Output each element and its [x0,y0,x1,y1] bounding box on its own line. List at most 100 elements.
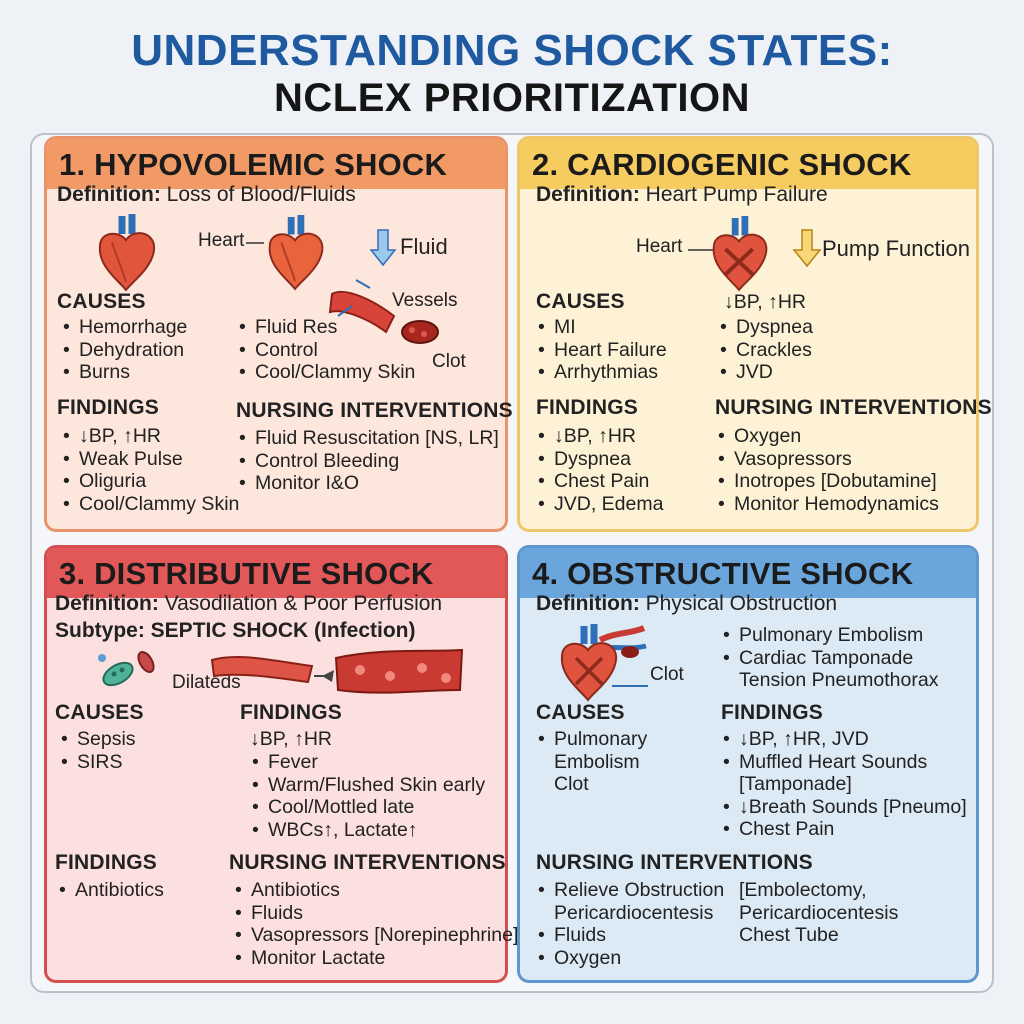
list-item: Monitor Lactate [229,947,518,970]
obstructive-causes-heading: CAUSES [536,701,625,724]
list-item: ↓Breath Sounds [Pneumo] [717,796,967,819]
distributive-causes-list: Sepsis SIRS [55,728,136,773]
panel-distributive-heading: 3. DISTRIBUTIVE SHOCK [47,548,505,598]
distributive-findings-list: Fever Warm/Flushed Skin early Cool/Mottl… [246,751,485,841]
list-item: [Tamponade] [739,773,852,795]
list-item: Pulmonary Embolism [717,624,938,647]
list-item: Dehydration [57,339,187,362]
list-item: Oxygen [532,947,724,970]
obstructive-interventions-heading: NURSING INTERVENTIONS [536,851,813,874]
cardiogenic-findings-heading: FINDINGS [536,396,638,419]
cardiogenic-pump-label: Pump Function [822,236,970,261]
hypovolemic-interventions-heading: NURSING INTERVENTIONS [236,399,513,422]
list-item: Cool/Clammy Skin [233,361,415,384]
distributive-findings-vitals: ↓BP, ↑HR [250,728,332,750]
list-item: Hemorrhage [57,316,187,339]
list-item: Monitor I&O [233,472,499,495]
obstructive-interventions-col2: [Embolectomy, Pericardiocentesis Chest T… [739,879,898,947]
cardiogenic-vitals-list: Dyspnea Crackles JVD [714,316,813,384]
obstructive-clot-label: Clot [650,664,684,685]
damaged-heart-icon [712,216,768,292]
list-item: Pericardiocentesis [554,901,714,924]
distributive-findings-heading: FINDINGS [240,701,342,724]
arrow-down-icon [792,229,822,268]
obstructed-heart-icon [560,624,647,702]
page-subtitle: NCLEX PRIORITIZATION [274,76,750,120]
list-item: Weak Pulse [57,448,239,471]
list-item: Sepsis [55,728,136,751]
list-item: Oliguria [57,470,239,493]
hypovolemic-definition: Definition: Loss of Blood/Fluids [57,183,356,206]
distributive-dilated-label: Dilateds [172,672,241,693]
list-item: Relieve Obstruction [532,879,724,902]
cardiogenic-findings-list: ↓BP, ↑HR Dyspnea Chest Pain JVD, Edema [532,425,663,515]
list-item: Chest Pain [717,818,967,841]
cardiogenic-causes-list: MI Heart Failure Arrhythmias [532,316,667,384]
list-item: Embolism [554,750,640,773]
list-item: Oxygen [712,425,939,448]
list-item: MI [532,316,667,339]
list-item: Monitor Hemodynamics [712,493,939,516]
hypovolemic-causes-heading: CAUSES [57,290,146,313]
obstructive-definition: Definition: Physical Obstruction [536,592,838,615]
distributive-findings2-heading: FINDINGS [55,851,157,874]
list-item: Dyspnea [532,448,663,471]
list-item: Heart Failure [532,339,667,362]
list-item: Fluid Resuscitation [NS, LR] [233,427,499,450]
distributive-causes-heading: CAUSES [55,701,144,724]
hypovolemic-fluid-label: Fluid [400,234,448,259]
list-item: Antibiotics [53,879,164,902]
list-item: Clot [554,773,589,795]
panel-cardiogenic-heading: 2. CARDIOGENIC SHOCK [520,139,976,189]
obstructive-interventions-col1: Relieve Obstruction Pericardiocentesis F… [532,879,724,969]
hypovolemic-findings-heading: FINDINGS [57,396,159,419]
list-item: Cool/Clammy Skin [57,493,239,516]
obstructive-causes-list: Pulmonary Embolism Clot [532,728,647,796]
hypovolemic-findings-list: ↓BP, ↑HR Weak Pulse Oliguria Cool/Clammy… [57,425,239,515]
panel-obstructive-heading: 4. OBSTRUCTIVE SHOCK [520,548,976,598]
cardiogenic-interventions-list: Oxygen Vasopressors Inotropes [Dobutamin… [712,425,939,515]
list-item: SIRS [55,751,136,774]
list-item: Chest Pain [532,470,663,493]
list-item: WBCs↑, Lactate↑ [246,819,485,842]
hypovolemic-clot-label: Clot [432,351,466,372]
distributive-subtype: Subtype: SEPTIC SHOCK (Infection) [55,619,416,642]
pointer-line-icon [612,685,648,687]
cardiogenic-vitals-heading: ↓BP, ↑HR [724,291,806,313]
cardiogenic-causes-heading: CAUSES [536,290,625,313]
dilated-vessel-icon [210,648,464,694]
hypovolemic-heart-label: Heart [198,230,245,251]
list-item: Cool/Mottled late [246,796,485,819]
obstructive-types-list: Pulmonary Embolism Cardiac Tamponade Ten… [717,624,938,692]
distributive-findings2-list: Antibiotics [53,879,164,902]
panel-hypovolemic-heading: 1. HYPOVOLEMIC SHOCK [47,139,505,189]
list-item: ↓BP, ↑HR [532,425,663,448]
heart-icon [98,214,156,292]
hypovolemic-causes-list: Hemorrhage Dehydration Burns [57,316,187,384]
cardiogenic-interventions-heading: NURSING INTERVENTIONS [715,396,992,419]
hypovolemic-interventions-list: Fluid Resuscitation [NS, LR] Control Ble… [233,427,499,495]
list-item: JVD [714,361,813,384]
pointer-line-icon [688,249,714,251]
distributive-definition: Definition: Vasodilation & Poor Perfusio… [55,592,443,615]
list-item: Pericardiocentesis [739,901,899,924]
list-item: Burns [57,361,187,384]
list-item: Antibiotics [229,879,518,902]
arrow-down-icon [369,229,397,267]
list-item: Dyspnea [714,316,813,339]
hypovolemic-causes-col2: Fluid Res Control Cool/Clammy Skin [233,316,415,384]
list-item: Fluid Res [233,316,415,339]
list-item: Fluids [229,902,518,925]
list-item: Fever [246,751,485,774]
list-item: Crackles [714,339,813,362]
distributive-interventions-heading: NURSING INTERVENTIONS [229,851,506,874]
list-item: Muffled Heart Sounds [717,751,967,774]
obstructive-findings-list: ↓BP, ↑HR, JVD Muffled Heart Sounds [Tamp… [717,728,967,841]
obstructive-findings-heading: FINDINGS [721,701,823,724]
list-item: Arrhythmias [532,361,667,384]
list-item: Warm/Flushed Skin early [246,774,485,797]
list-item: [Embolectomy, [739,879,867,901]
list-item: Cardiac Tamponade [717,647,938,670]
list-item: Vasopressors [Norepinephrine] [229,924,518,947]
distributive-interventions-list: Antibiotics Fluids Vasopressors [Norepin… [229,879,518,969]
